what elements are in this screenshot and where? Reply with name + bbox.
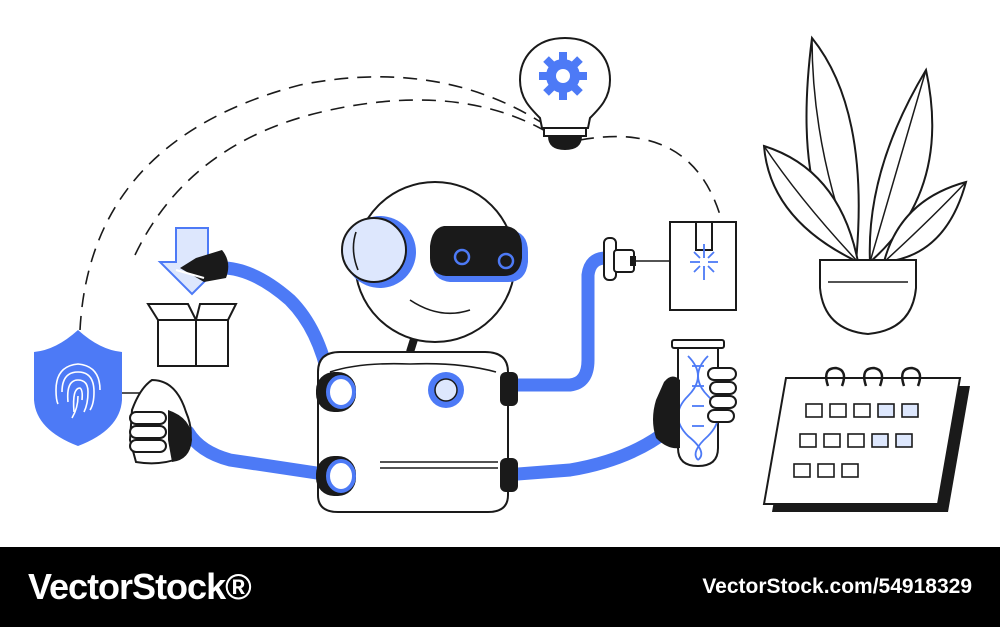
gear-icon <box>539 52 587 100</box>
robot-body <box>316 351 518 513</box>
vectorstock-logo: VectorStock® <box>28 566 252 607</box>
robot-left-eye <box>453 248 471 266</box>
calendar-icon <box>762 366 970 512</box>
shield-fingerprint-icon <box>34 330 122 446</box>
robot-icon <box>316 181 528 513</box>
download-box-icon <box>146 227 238 367</box>
robot-hand-right <box>653 367 737 449</box>
lightbulb-gear-icon <box>518 36 612 150</box>
dashed-connection-arcs <box>79 76 721 331</box>
robot-right-eye <box>497 252 515 270</box>
robot-hand-upper <box>175 250 229 282</box>
potted-plant-icon <box>762 35 968 336</box>
robot-automation-illustration <box>34 35 970 513</box>
robot-head <box>341 181 528 343</box>
watermark-bar: VectorStock® VectorStock.com/54918329 <box>0 547 1000 627</box>
fingerprint-icon <box>55 363 101 419</box>
robot-hand-lower <box>128 378 192 465</box>
laser-device-icon <box>603 221 737 311</box>
image-credit: VectorStock.com/54918329 <box>702 575 972 598</box>
spark-icon <box>690 244 718 280</box>
